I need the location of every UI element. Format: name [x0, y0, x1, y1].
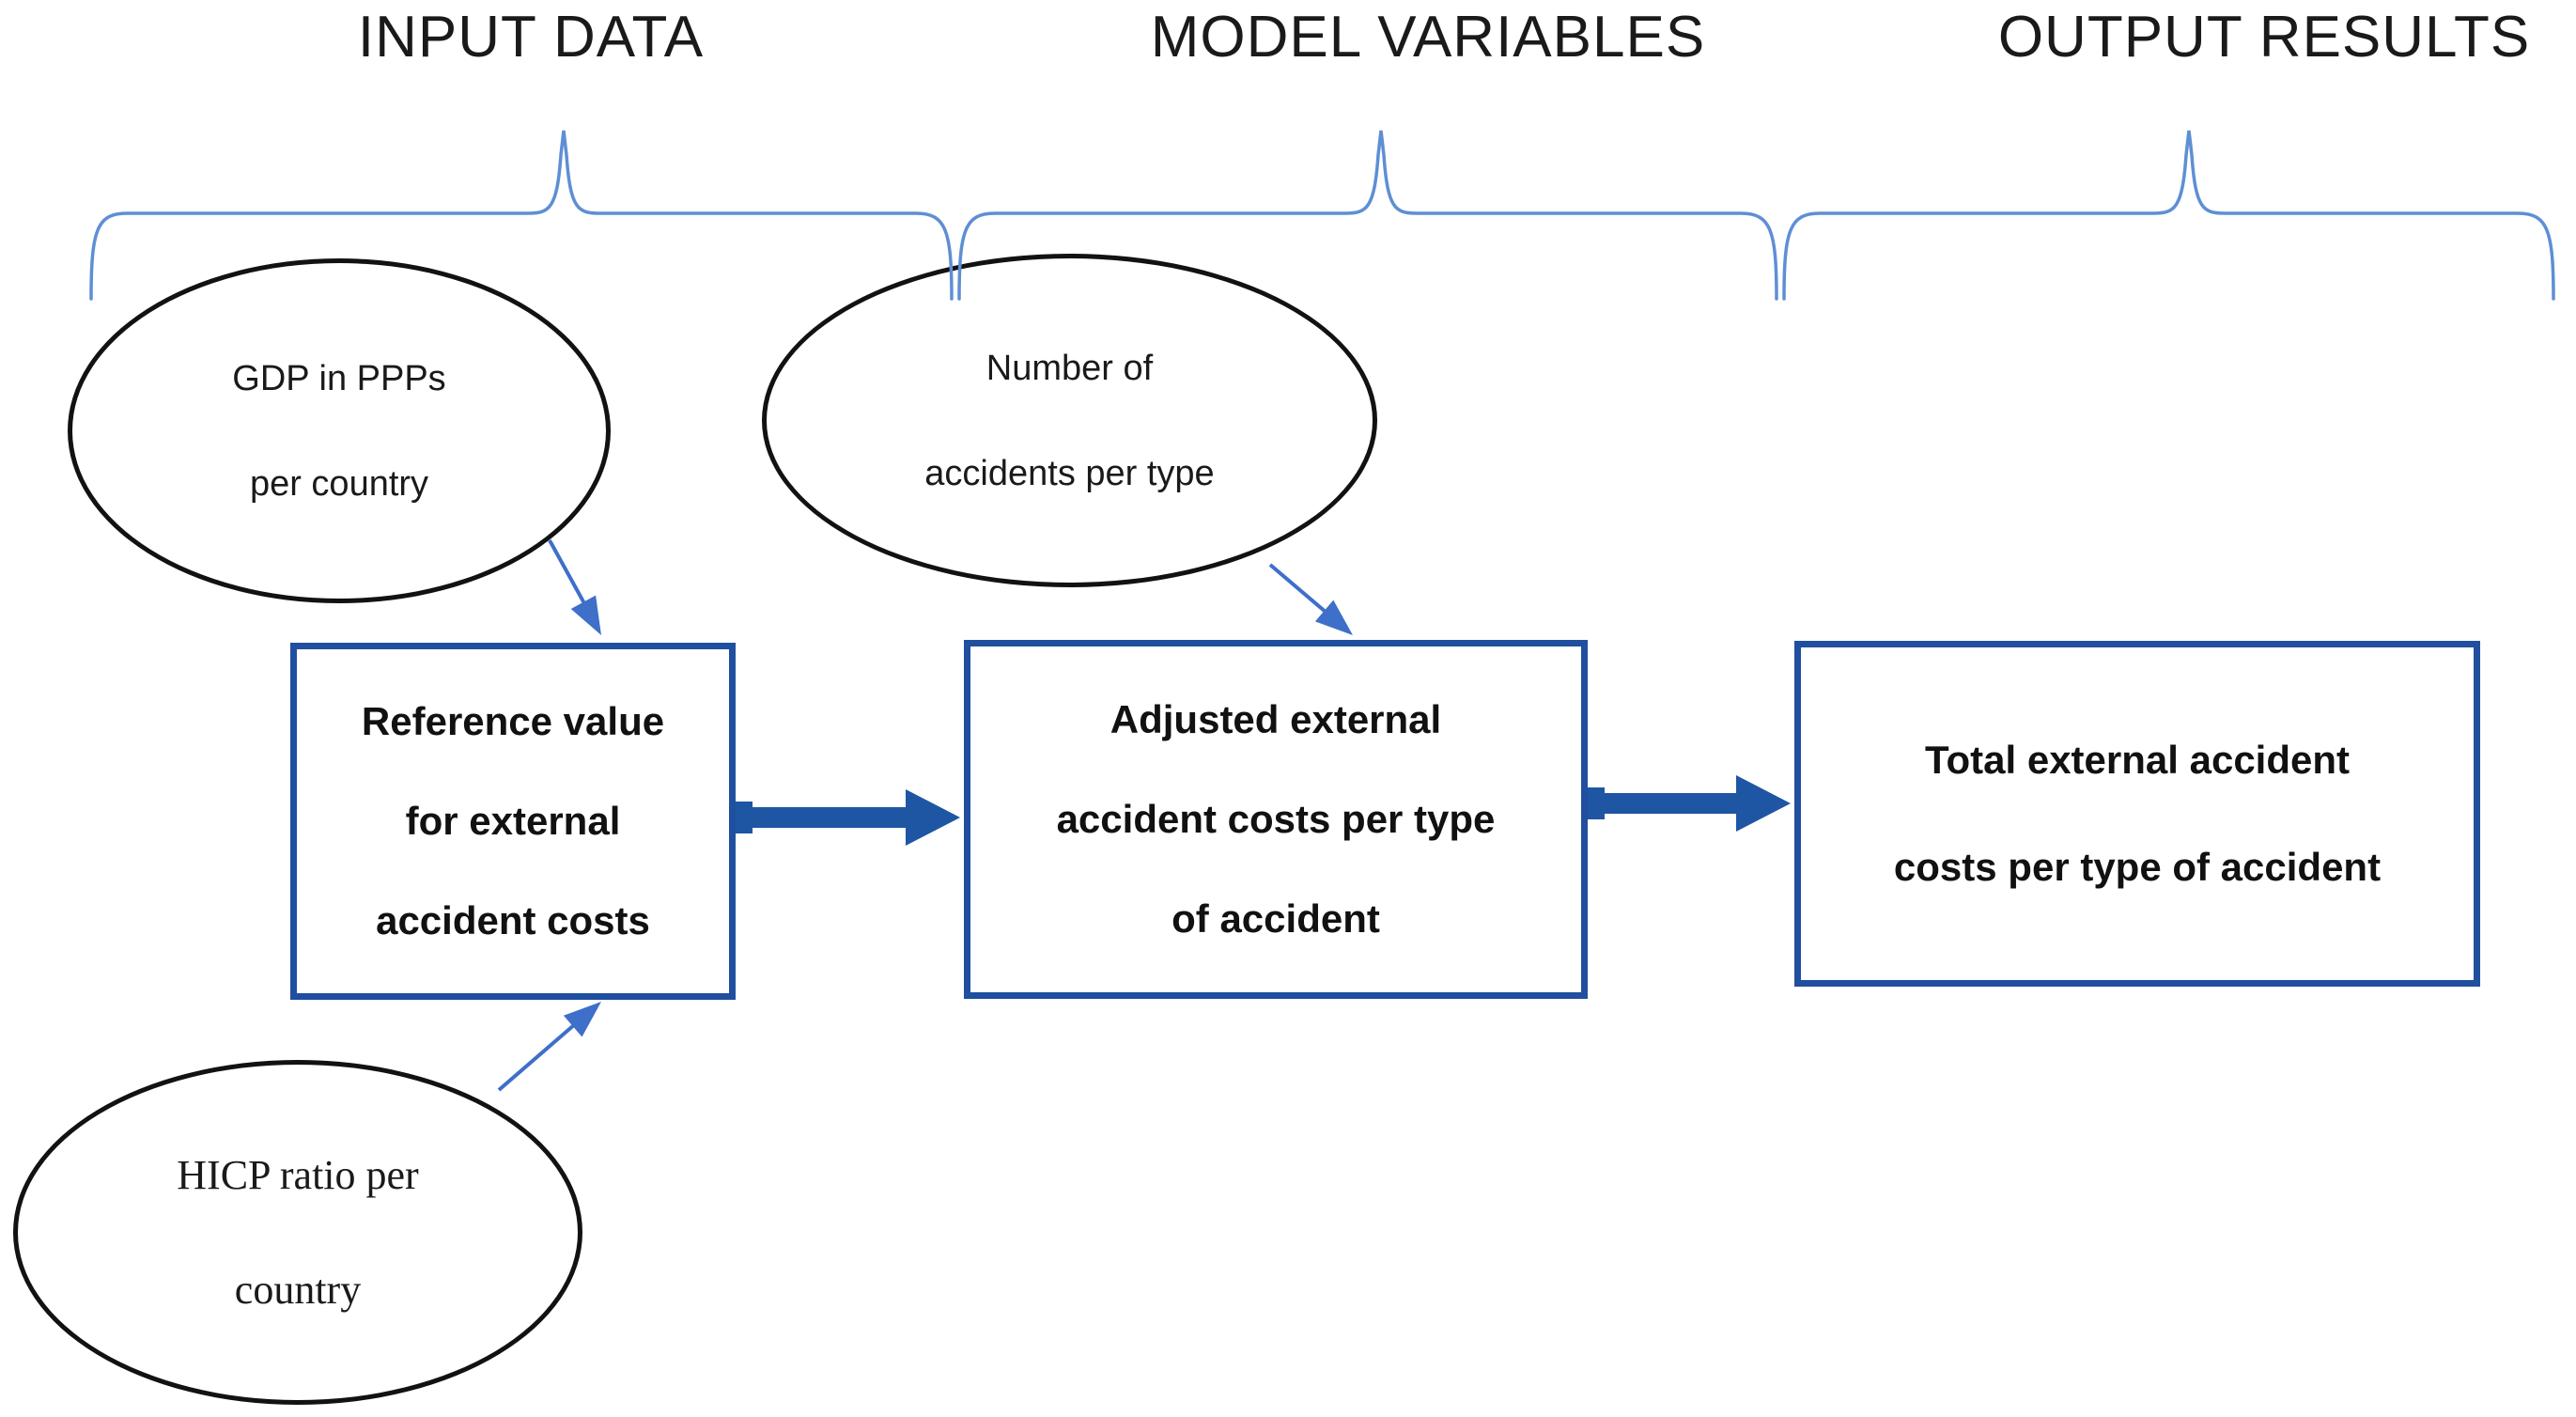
- ellipse-accidents-line1: Number of: [985, 348, 1154, 388]
- box-total-line2: costs per type of accident: [1893, 845, 2382, 889]
- box-adjusted-line2: accident costs per type: [1056, 797, 1496, 841]
- ellipse-hicp-ratio: HICP ratio per country: [13, 1060, 582, 1405]
- brace-input-data-icon: [89, 130, 954, 301]
- box-total-external-costs: Total external accident costs per type o…: [1794, 641, 2480, 987]
- arrow-accidents-to-adjusted-icon: [1268, 563, 1353, 635]
- arrow-gdp-to-reference-icon: [548, 539, 601, 635]
- box-reference-line1: Reference value: [361, 699, 665, 743]
- ellipse-gdp-per-country: GDP in PPPs per country: [68, 258, 611, 603]
- brace-output-results-icon: [1782, 130, 2555, 301]
- arrow-hicp-to-reference-icon: [497, 1002, 601, 1092]
- ellipse-accidents-line2: accidents per type: [924, 453, 1215, 493]
- box-adjusted-external-costs: Adjusted external accident costs per typ…: [964, 640, 1588, 999]
- section-title-input-data: INPUT DATA: [357, 5, 705, 70]
- box-reference-value: Reference value for external accident co…: [290, 643, 736, 1000]
- box-adjusted-line1: Adjusted external: [1110, 697, 1442, 741]
- ellipse-gdp-line1: GDP in PPPs: [232, 358, 446, 398]
- arrow-adjusted-to-total-icon: [1588, 775, 1791, 832]
- arrow-reference-to-adjusted-icon: [736, 789, 960, 846]
- ellipse-gdp-line2: per country: [249, 463, 429, 504]
- ellipse-hicp-line1: HICP ratio per: [177, 1151, 419, 1198]
- ellipse-number-of-accidents: Number of accidents per type: [762, 254, 1377, 587]
- ellipse-hicp-line2: country: [234, 1266, 362, 1313]
- box-reference-line2: for external: [405, 799, 621, 843]
- box-adjusted-line3: of accident: [1172, 896, 1380, 941]
- section-title-model-variables: MODEL VARIABLES: [1150, 5, 1706, 70]
- box-total-line1: Total external accident: [1924, 738, 2351, 782]
- box-reference-line3: accident costs: [376, 898, 650, 942]
- section-title-output-results: OUTPUT RESULTS: [1997, 5, 2531, 70]
